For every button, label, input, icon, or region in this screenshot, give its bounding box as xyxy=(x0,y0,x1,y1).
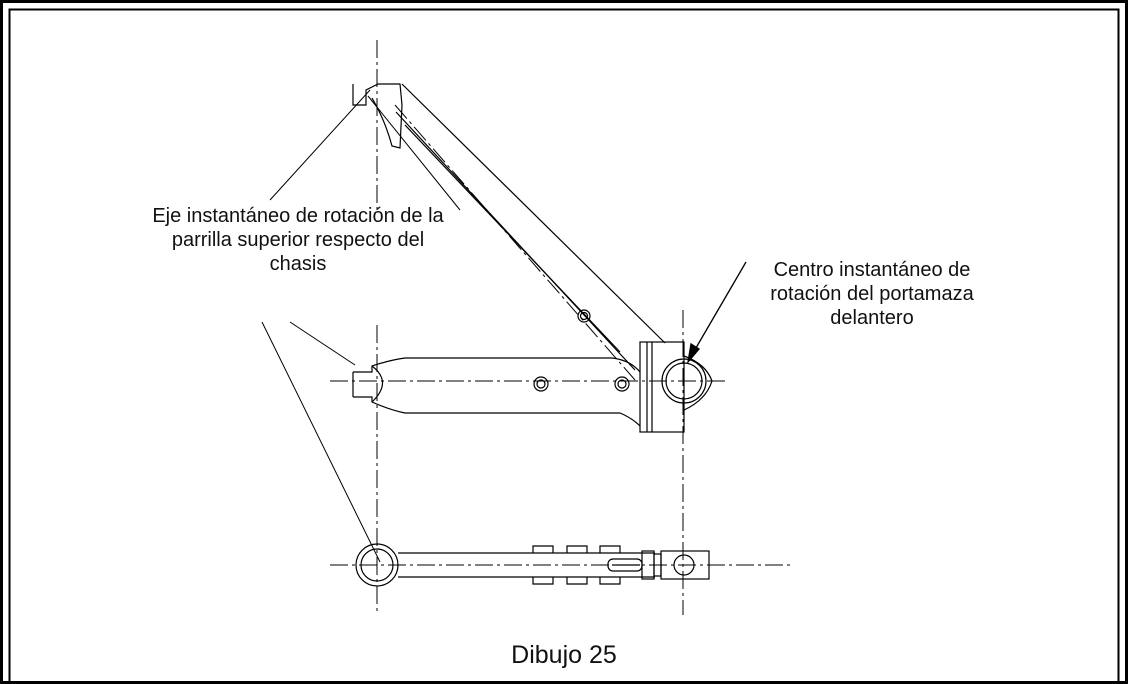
upper-arm-rotation-axis-label-line1: Eje instantáneo de rotación de la xyxy=(152,205,444,227)
lower-arm-horizontal xyxy=(352,357,641,427)
hub-rotation-center-label-line3: delantero xyxy=(830,307,914,329)
axis-projection-lines xyxy=(261,89,461,563)
hub-rotation-center-label-line2: rotación del portamaza xyxy=(770,283,974,305)
centerlines xyxy=(330,40,790,615)
upper-arm-rotation-axis-label-line2: parrilla superior respecto del xyxy=(171,229,425,251)
hub-rotation-center-label: Centro instantáneo de rotación del porta… xyxy=(742,258,1002,330)
lower-arm-bottom-view xyxy=(355,543,710,587)
upper-arm-rotation-axis-label-line3: chasis xyxy=(269,253,327,275)
hub-center-arrow xyxy=(686,261,747,365)
hub-rotation-center-label-line1: Centro instantáneo de xyxy=(773,259,971,281)
figure-caption: Dibujo 25 xyxy=(511,641,617,669)
upper-arm-diagonal xyxy=(352,83,666,371)
upright-hub-carrier xyxy=(639,341,713,433)
upper-arm-rotation-axis-label: Eje instantáneo de rotación de la parril… xyxy=(118,204,478,276)
